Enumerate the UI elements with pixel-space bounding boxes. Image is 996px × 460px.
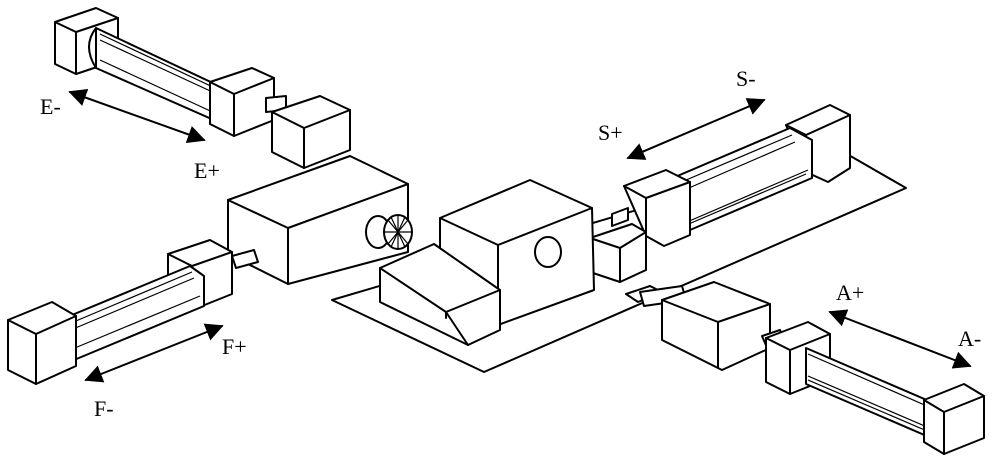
e-axis-arrow (68, 88, 206, 144)
label-e-minus: E- (40, 94, 61, 119)
label-s-plus: S+ (598, 120, 623, 145)
spindle-box (227, 155, 413, 285)
a-axis-arrow (828, 309, 972, 369)
center-workpiece-block (379, 179, 647, 346)
cylinder-a (639, 281, 985, 455)
cylinder-s (611, 104, 851, 247)
f-axis-arrow (84, 323, 224, 383)
label-e-plus: E+ (194, 158, 220, 183)
label-f-minus: F- (94, 396, 114, 421)
cylinder-e (54, 7, 351, 169)
s-axis-arrow (626, 98, 766, 160)
label-s-minus: S- (736, 66, 756, 91)
label-a-plus: A+ (836, 280, 864, 305)
label-a-minus: A- (958, 326, 981, 351)
label-f-plus: F+ (222, 334, 247, 359)
